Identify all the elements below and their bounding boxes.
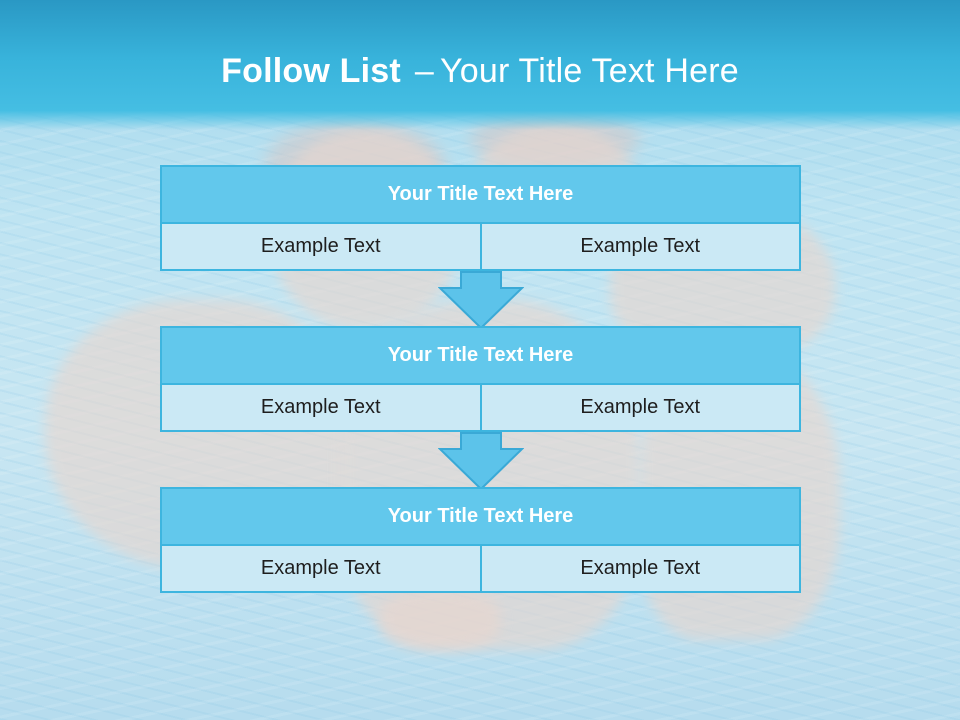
list-box-2: Your Title Text Here Example Text Exampl… (160, 326, 801, 432)
page-title: Follow List–Your Title Text Here (0, 52, 960, 91)
list-box-1: Your Title Text Here Example Text Exampl… (160, 165, 801, 271)
header-band (0, 0, 960, 130)
person-hand-shape (380, 590, 500, 650)
list-box-cells: Example Text Example Text (162, 224, 799, 269)
list-box-cell-left: Example Text (162, 224, 480, 269)
list-box-cells: Example Text Example Text (162, 546, 799, 591)
page-title-bold: Follow List (221, 52, 401, 90)
list-box-cells: Example Text Example Text (162, 385, 799, 430)
page-title-rest: Your Title Text Here (440, 52, 739, 90)
list-box-cell-left: Example Text (162, 385, 480, 430)
list-box-title: Your Title Text Here (162, 489, 799, 546)
page-title-separator: – (414, 52, 435, 90)
list-box-title: Your Title Text Here (162, 328, 799, 385)
list-box-cell-right: Example Text (479, 385, 799, 430)
list-box-3: Your Title Text Here Example Text Exampl… (160, 487, 801, 593)
down-arrow-icon (438, 271, 524, 329)
list-box-cell-right: Example Text (479, 224, 799, 269)
list-box-title: Your Title Text Here (162, 167, 799, 224)
list-box-cell-left: Example Text (162, 546, 480, 591)
list-box-cell-right: Example Text (479, 546, 799, 591)
down-arrow-icon (438, 432, 524, 490)
